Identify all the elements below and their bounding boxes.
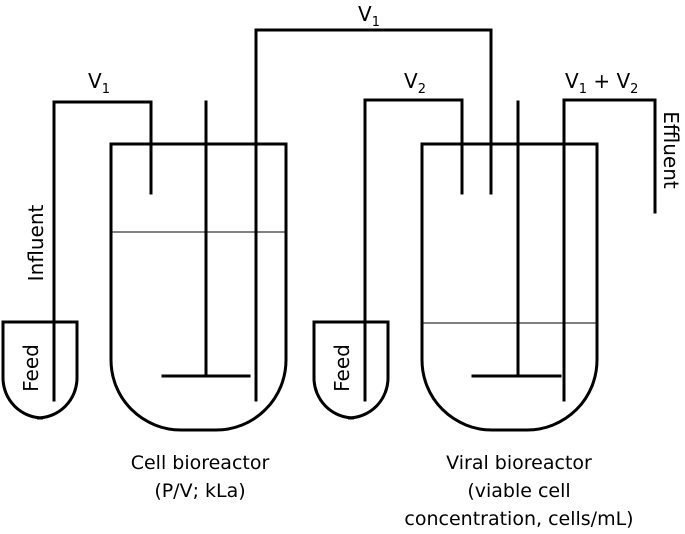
- label-feed-right: Feed: [330, 344, 354, 392]
- feed-vessel-right: [312, 320, 390, 420]
- label-effluent: Effluent: [659, 111, 683, 189]
- feed-pipe-v2: [363, 98, 464, 402]
- effluent-pipe: [562, 98, 657, 402]
- caption-viral-bioreactor-detail-1: (viable cell: [467, 480, 570, 502]
- influent-pipe: [52, 100, 153, 402]
- label-v2: V2: [404, 69, 426, 97]
- label-feed-left: Feed: [19, 344, 43, 392]
- label-v1-left: V1: [88, 69, 110, 97]
- label-v1-top: V1: [358, 2, 380, 30]
- viral-bioreactor-vessel: [420, 142, 599, 432]
- feed-vessel-left: [1, 320, 79, 420]
- caption-viral-bioreactor-detail-2: concentration, cells/mL): [404, 508, 633, 530]
- label-v1-plus-v2: V1 + V2: [565, 69, 638, 97]
- label-influent: Influent: [24, 205, 48, 282]
- caption-viral-bioreactor-title: Viral bioreactor: [446, 452, 592, 474]
- caption-cell-bioreactor-detail: (P/V; kLa): [154, 480, 245, 502]
- transfer-pipe-v1: [254, 28, 493, 402]
- caption-cell-bioreactor-title: Cell bioreactor: [131, 452, 270, 474]
- cell-bioreactor-vessel: [109, 142, 288, 432]
